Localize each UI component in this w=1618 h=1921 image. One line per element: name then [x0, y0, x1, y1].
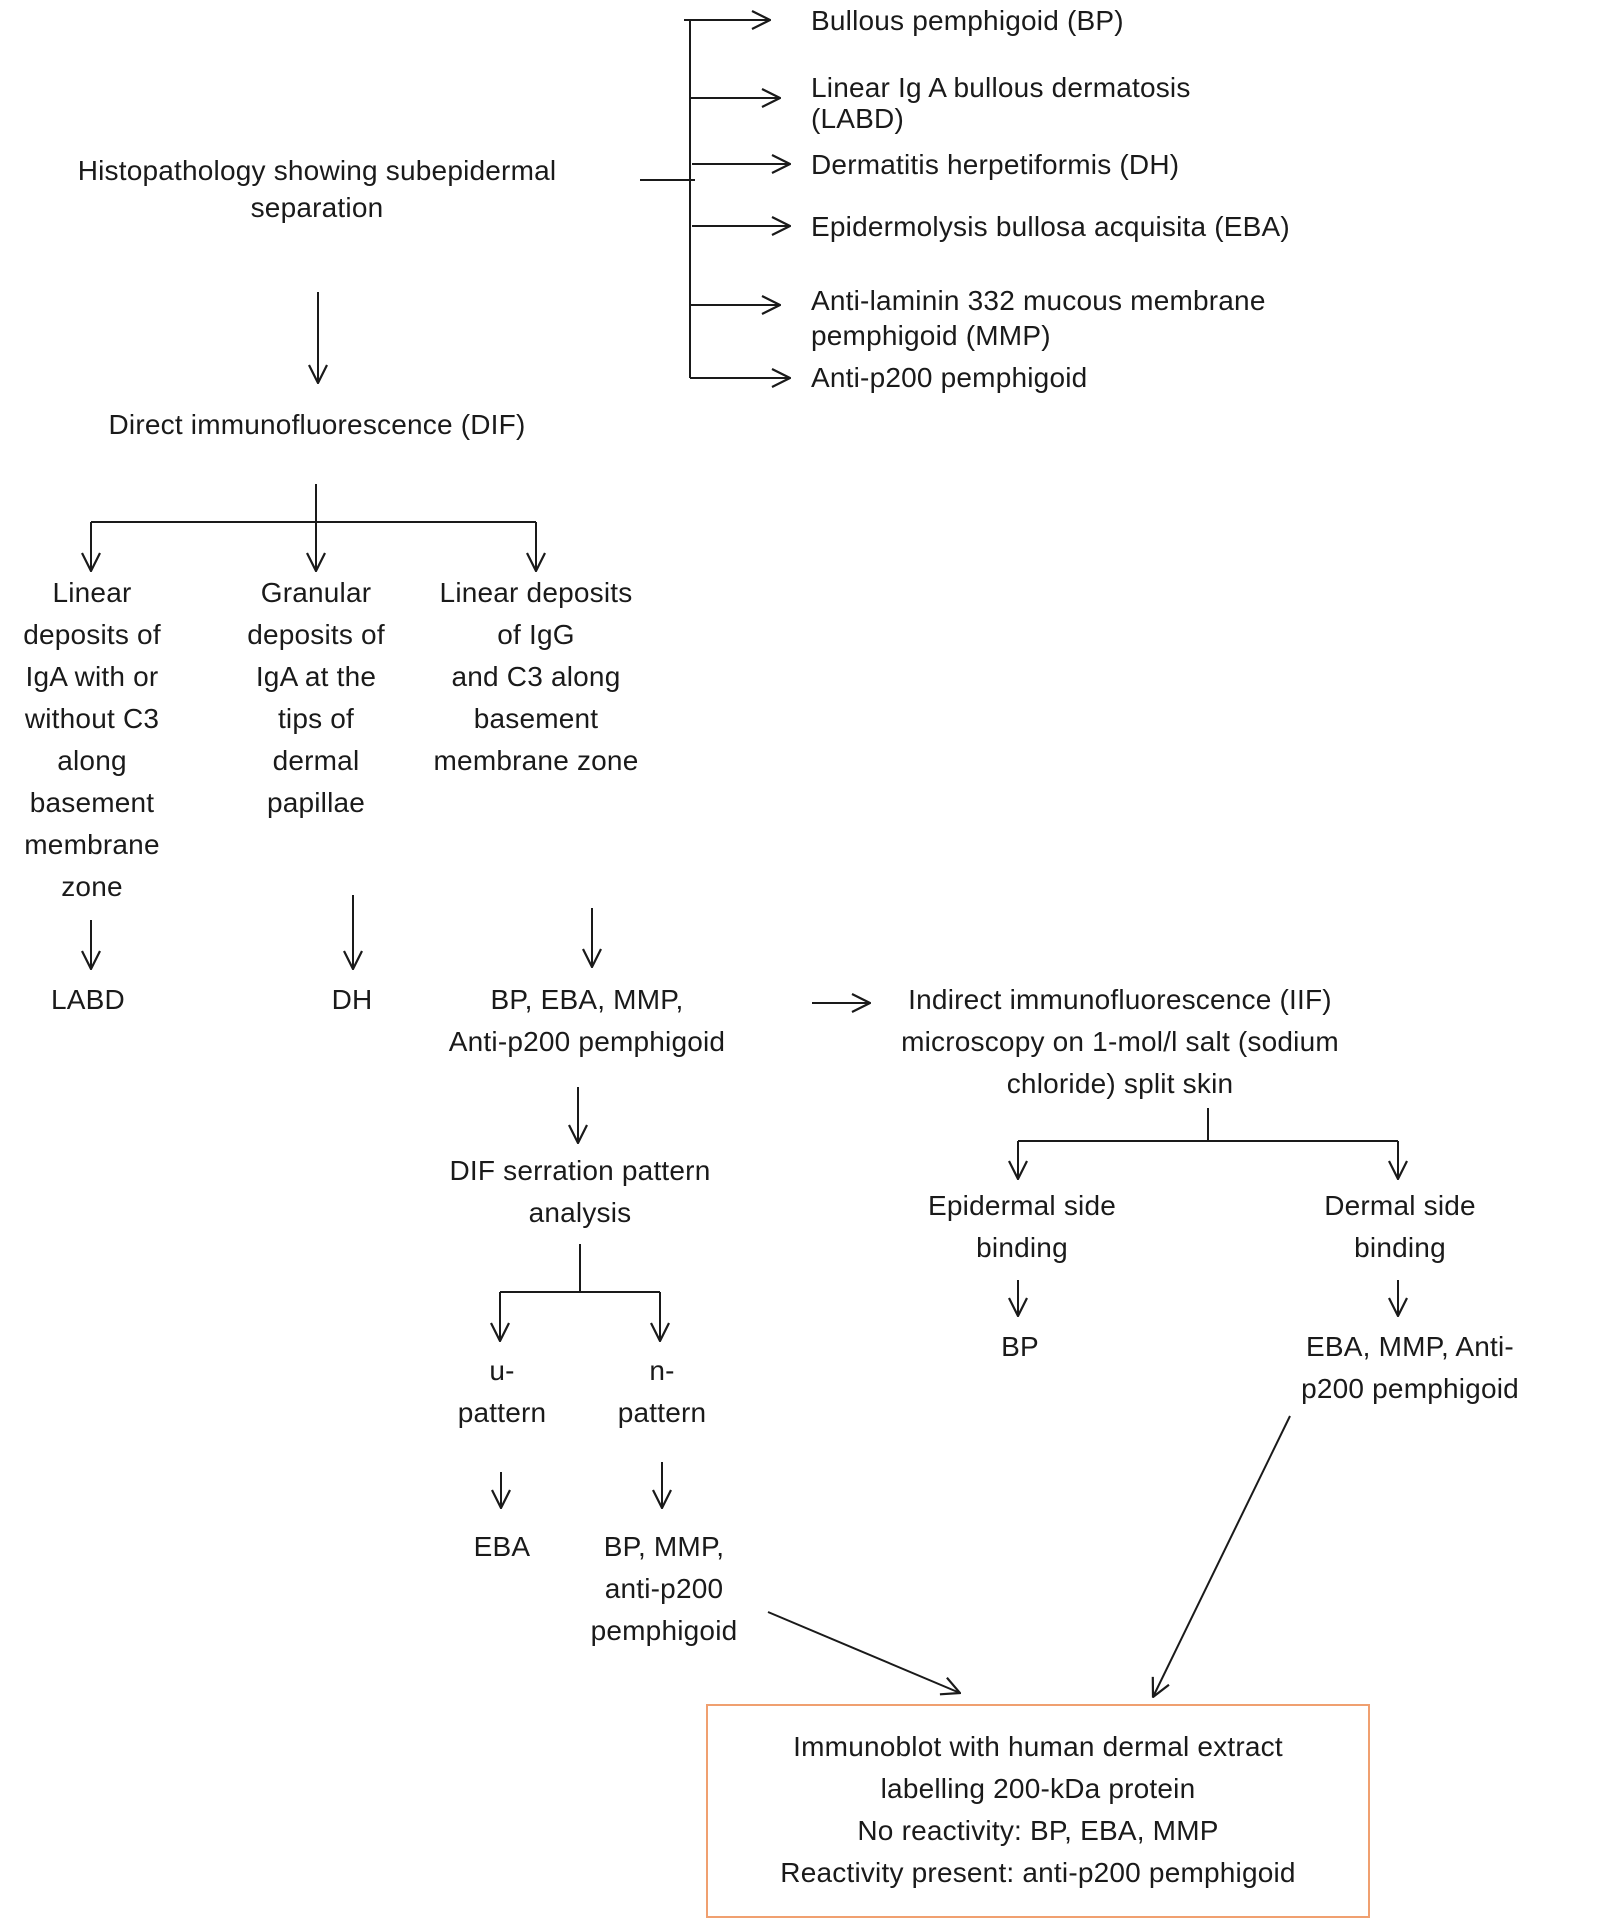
differential-dh: Dermatitis herpetiformis (DH) — [811, 149, 1180, 180]
differential-mmp: Anti-laminin 332 mucous membrane pemphig… — [811, 285, 1266, 351]
histopathology-node: Histopathology showing subepidermal sepa… — [77, 155, 557, 223]
differential-bp: Bullous pemphigoid (BP) — [811, 5, 1124, 36]
linear-igg-node: Linear deposits of IgG and C3 along base… — [433, 577, 639, 776]
serration-node: DIF serration pattern analysis — [449, 1155, 711, 1228]
differential-p200: Anti-p200 pemphigoid — [811, 362, 1088, 393]
differential-labd: Linear Ig A bullous dermatosis (LABD) — [811, 72, 1191, 134]
dh-result: DH — [331, 984, 373, 1015]
epidermal-binding-node: Epidermal side binding — [928, 1190, 1116, 1263]
n-pattern-result: BP, MMP, anti-p200 pemphigoid — [590, 1531, 738, 1646]
dermal-result: EBA, MMP, Anti- p200 pemphigoid — [1301, 1331, 1519, 1404]
granular-iga-node: Granular deposits of IgA at the tips of … — [247, 577, 385, 818]
immunoblot-box — [706, 1704, 1370, 1918]
group-node: BP, EBA, MMP, Anti-p200 pemphigoid — [448, 984, 726, 1057]
linear-iga-node: Linear deposits of IgA with or without C… — [23, 577, 161, 902]
iif-node: Indirect immunofluorescence (IIF) micros… — [901, 984, 1339, 1099]
immunoblot-node: Immunoblot with human dermal extract lab… — [780, 1731, 1296, 1888]
differential-eba: Epidermolysis bullosa acquisita (EBA) — [811, 211, 1290, 242]
dif-node: Direct immunofluorescence (DIF) — [108, 409, 526, 440]
eba-result: EBA — [473, 1531, 531, 1562]
labd-result: LABD — [51, 984, 125, 1015]
arrow-n-result-to-immunoblot — [767, 1611, 960, 1693]
dermal-binding-node: Dermal side binding — [1324, 1190, 1476, 1263]
n-pattern-node: n- pattern — [617, 1355, 707, 1428]
u-pattern-node: u- pattern — [457, 1355, 547, 1428]
arrow-dermal-result-to-immunoblot — [1153, 1415, 1291, 1697]
epidermal-result: BP — [1001, 1331, 1039, 1362]
